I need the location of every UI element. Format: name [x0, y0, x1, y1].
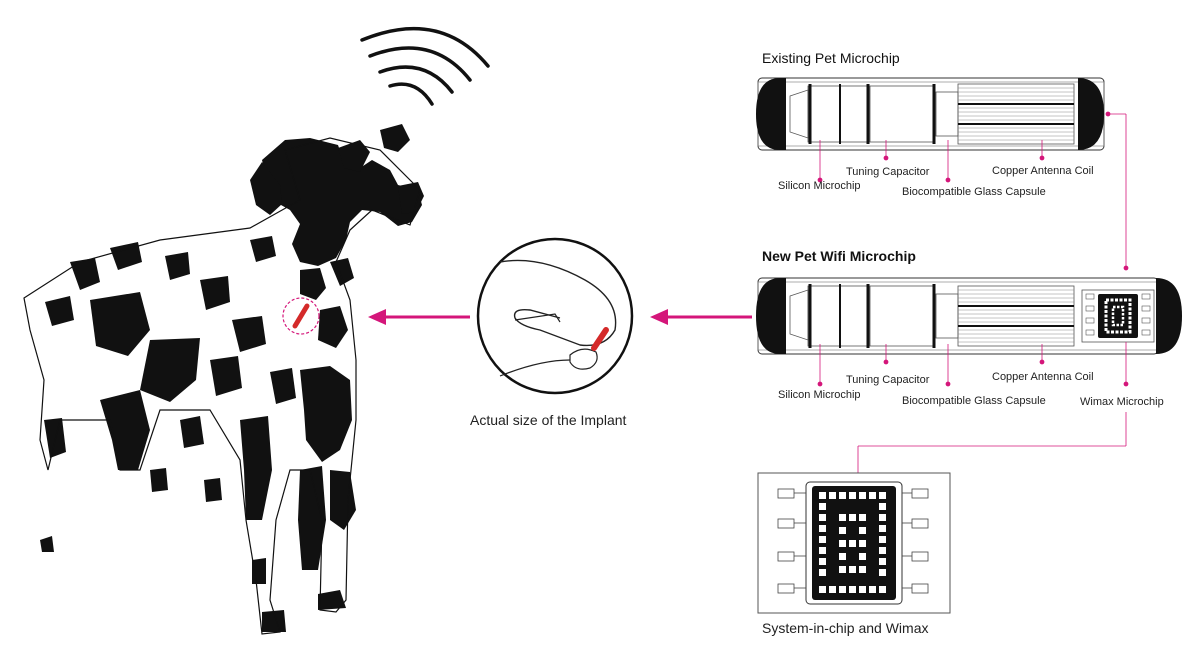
system-in-chip-caption: System-in-chip and Wimax: [762, 620, 929, 636]
existing-label-tuning: Tuning Capacitor: [846, 166, 930, 178]
dalmatian-outline: [23, 137, 421, 635]
new-label-copper: Copper Antenna Coil: [992, 371, 1094, 383]
system-in-chip-diagram: [757, 472, 951, 614]
dalmatian-illustration: [40, 124, 424, 632]
existing-microchip-diagram: [756, 77, 1129, 271]
new-label-silicon: Silicon Microchip: [778, 389, 861, 401]
new-label-wimax: Wimax Microchip: [1080, 396, 1164, 408]
new-microchip-diagram: [756, 277, 1182, 489]
arrow-left-icon: [368, 309, 470, 325]
existing-label-silicon: Silicon Microchip: [778, 180, 861, 192]
finger-implant-icon: [476, 237, 634, 395]
existing-label-glass: Biocompatible Glass Capsule: [902, 186, 1046, 198]
implant-marker: [282, 297, 320, 335]
existing-label-copper: Copper Antenna Coil: [992, 165, 1094, 177]
arrow-left-icon-2: [650, 309, 752, 325]
wifi-signal-icon: [360, 26, 490, 106]
existing-chip-title: Existing Pet Microchip: [762, 50, 900, 66]
new-chip-title: New Pet Wifi Microchip: [762, 248, 916, 264]
implant-caption: Actual size of the Implant: [470, 412, 627, 428]
new-label-tuning: Tuning Capacitor: [846, 374, 930, 386]
new-label-glass: Biocompatible Glass Capsule: [902, 395, 1046, 407]
